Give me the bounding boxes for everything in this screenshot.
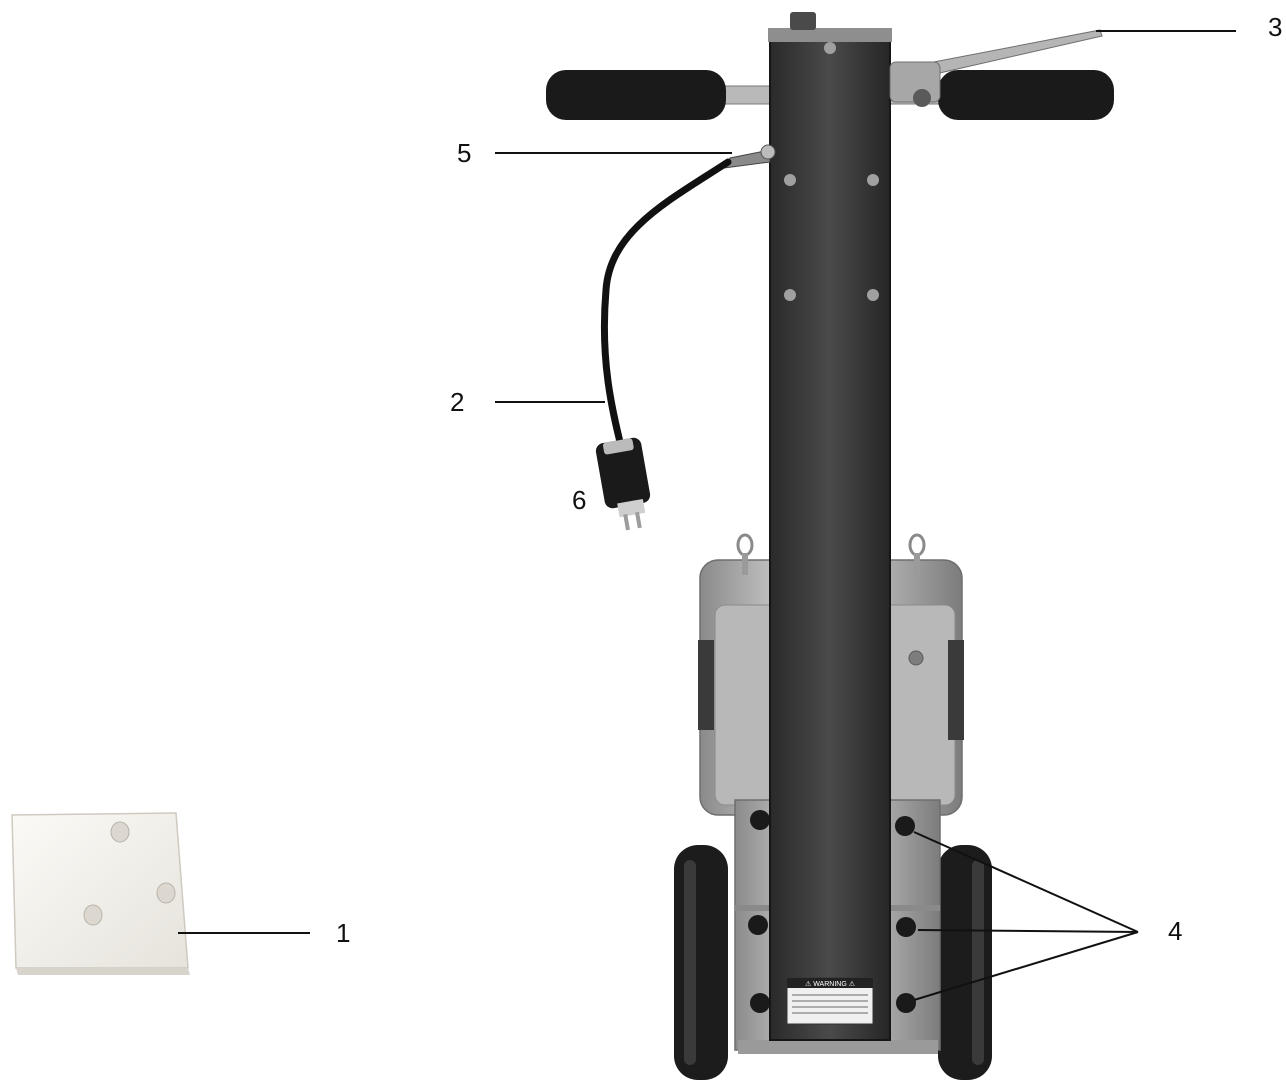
bolt xyxy=(896,917,916,937)
callout-2: 2 xyxy=(450,387,464,417)
strain-relief xyxy=(723,144,776,169)
lifting-eye-right xyxy=(908,533,926,575)
callout-3: 3 xyxy=(1268,12,1282,42)
grip-left xyxy=(546,70,726,120)
power-cord xyxy=(600,158,732,454)
warning-label: ⚠ WARNING ⚠ xyxy=(786,977,874,1025)
bolt xyxy=(750,993,770,1013)
bolt xyxy=(895,816,915,836)
callout-1: 1 xyxy=(336,918,350,948)
leader-line-4a xyxy=(913,831,1139,933)
bolts xyxy=(748,810,916,1013)
lifting-eye-left xyxy=(736,533,754,575)
callout-6: 6 xyxy=(572,485,586,515)
warning-label-header: ⚠ WARNING ⚠ xyxy=(805,980,855,988)
trigger-lever xyxy=(889,29,1103,107)
pad-block xyxy=(11,812,190,975)
column: ⚠ WARNING ⚠ xyxy=(768,12,892,1041)
top-switch xyxy=(790,12,816,30)
bolt xyxy=(748,915,768,935)
column-cap xyxy=(768,28,892,42)
side-bracket xyxy=(948,640,964,740)
callout-5: 5 xyxy=(457,138,471,168)
leader-line-4b xyxy=(917,929,1139,933)
callout-4: 4 xyxy=(1168,916,1182,946)
bolt xyxy=(896,993,916,1013)
wheel-right xyxy=(938,845,992,1080)
pad-hole xyxy=(110,821,130,843)
grip-right xyxy=(938,70,1114,120)
pad-hole xyxy=(83,904,103,926)
side-bracket xyxy=(698,640,714,730)
plug xyxy=(595,437,651,531)
wheel-left xyxy=(674,845,728,1080)
pad-hole xyxy=(156,882,176,904)
bolt xyxy=(750,810,770,830)
leader-line-4c xyxy=(913,931,1139,1001)
leader-lines xyxy=(178,30,1236,1001)
